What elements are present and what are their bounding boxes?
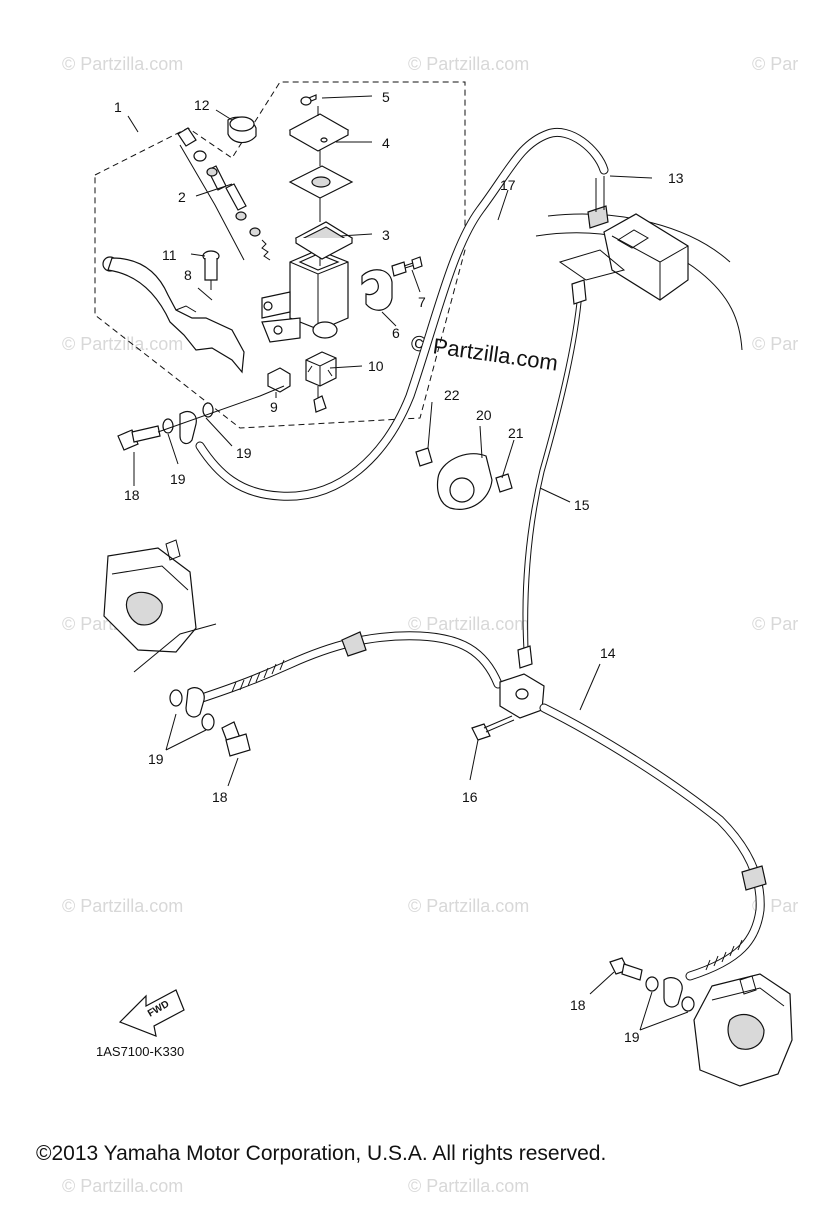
- callout-17: 17: [500, 177, 516, 193]
- callout-20: 20: [476, 407, 492, 423]
- assembly-boundary: [94, 81, 466, 429]
- callout-13: 13: [668, 170, 684, 186]
- reservoir-parts: [288, 94, 354, 266]
- hose-14: [539, 703, 765, 981]
- master-cylinder: [261, 249, 349, 343]
- watermark: © Partzilla.com: [62, 1176, 183, 1196]
- callouts: 1 2 3 4 5 6 7 8 9 10 11 12 13 14 15 16 1…: [114, 89, 684, 1045]
- watermark: © Partzilla.com: [62, 896, 183, 916]
- right-caliper: [693, 973, 793, 1087]
- banjo-left-caliper: [169, 687, 251, 757]
- callout-11: 11: [162, 247, 177, 263]
- callout-19: 19: [170, 471, 186, 487]
- watermark: © Partzilla.com: [408, 1176, 529, 1196]
- callout-5: 5: [382, 89, 390, 105]
- left-caliper: [103, 539, 217, 673]
- callout-19: 19: [236, 445, 252, 461]
- callout-7: 7: [418, 294, 426, 310]
- watermark-partial: © Par: [752, 54, 798, 74]
- callout-3: 3: [382, 227, 390, 243]
- watermark-partial: © Par: [752, 334, 798, 354]
- watermark: © Partzilla.com: [62, 54, 183, 74]
- watermark: © Partzilla.com: [62, 334, 183, 354]
- watermark: © Partzilla.com: [408, 54, 529, 74]
- callout-19: 19: [148, 751, 164, 767]
- hose-15: [522, 291, 579, 651]
- watermark: © Partzilla.com: [408, 614, 529, 634]
- callout-22: 22: [444, 387, 460, 403]
- watermarks: © Partzilla.com © Partzilla.com © Par © …: [62, 54, 798, 1196]
- switch-housing: [415, 447, 513, 510]
- banjo-right-caliper: [609, 957, 695, 1012]
- watermark-partial: © Par: [752, 614, 798, 634]
- callout-14: 14: [600, 645, 616, 661]
- hose-joint: [471, 673, 545, 741]
- callout-12: 12: [194, 97, 210, 113]
- washer-nut: [267, 367, 291, 393]
- callout-18: 18: [124, 487, 140, 503]
- forward-arrow-icon: FWD: [118, 989, 185, 1037]
- pivot-bolt: [202, 250, 220, 290]
- callout-19: 19: [624, 1029, 640, 1045]
- leader-lines: [127, 95, 689, 1031]
- dust-boot: [227, 116, 257, 144]
- piston-kit: [177, 127, 271, 261]
- brake-switch: [305, 351, 337, 413]
- callout-18: 18: [570, 997, 586, 1013]
- right-handlebar-ghost: [535, 176, 743, 351]
- banjo-master: [117, 385, 285, 451]
- callout-9: 9: [270, 399, 278, 415]
- callout-10: 10: [368, 358, 384, 374]
- callout-2: 2: [178, 189, 186, 205]
- callout-15: 15: [574, 497, 590, 513]
- callout-8: 8: [184, 267, 192, 283]
- copyright-notice: ©2013 Yamaha Motor Corporation, U.S.A. A…: [36, 1142, 606, 1165]
- brake-lever: [102, 256, 245, 374]
- callout-1: 1: [114, 99, 122, 115]
- callout-21: 21: [508, 425, 524, 441]
- callout-16: 16: [462, 789, 478, 805]
- callout-18: 18: [212, 789, 228, 805]
- callout-4: 4: [382, 135, 390, 151]
- watermark: © Partzilla.com: [408, 896, 529, 916]
- callout-6: 6: [392, 325, 400, 341]
- handlebar-holder: [361, 256, 423, 311]
- diagram-code: 1AS7100-K330: [96, 1044, 184, 1059]
- hose-upper: [195, 128, 609, 501]
